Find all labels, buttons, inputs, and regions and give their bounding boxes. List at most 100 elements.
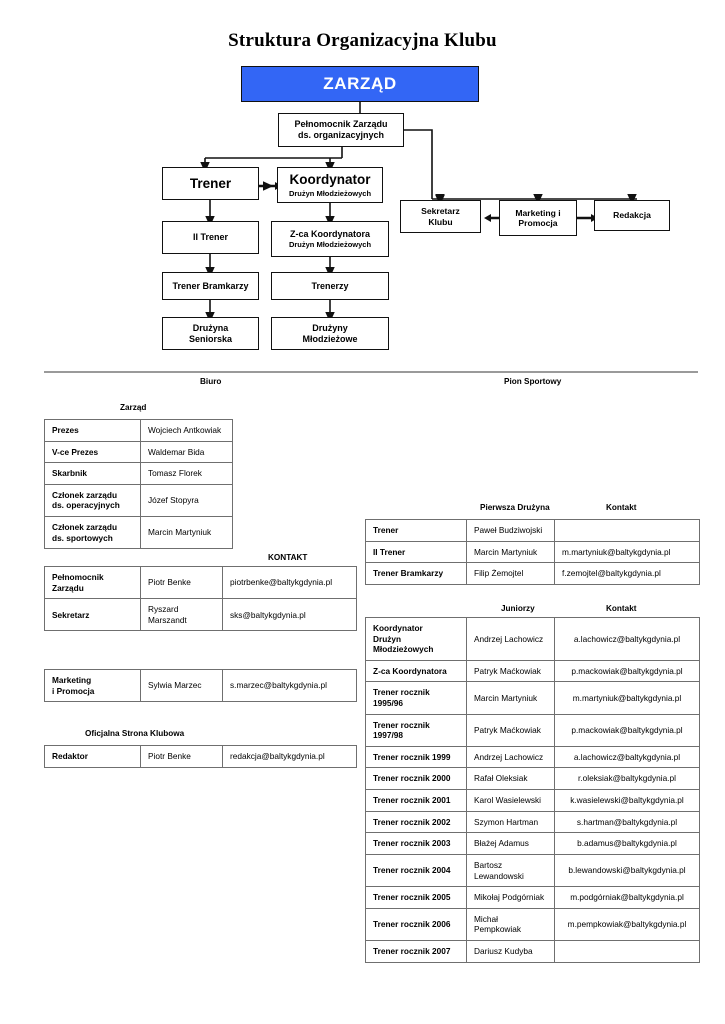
node-trener: Trener	[162, 167, 259, 200]
cell-email: m.martyniuk@baltykgdynia.pl	[554, 681, 700, 715]
cell-name: Marcin Martyniuk	[140, 516, 233, 550]
cell-email: b.adamus@baltykgdynia.pl	[554, 832, 700, 855]
node-koordynator: Koordynator Drużyn Młodzieżowych	[277, 167, 383, 203]
node-trener-bramkarzy-label: Trener Bramkarzy	[172, 280, 249, 291]
cell-role: Redaktor	[44, 745, 141, 768]
cell-email: k.wasielewski@baltykgdynia.pl	[554, 789, 700, 812]
cell-name: Szymon Hartman	[466, 810, 555, 834]
node-druzyna-seniorska: Drużyna Seniorska	[162, 317, 259, 350]
cell-role: II Trener	[365, 540, 467, 564]
cell-name: Paweł Budziwojski	[466, 519, 555, 542]
cell-name: Bartosz Lewandowski	[466, 853, 555, 888]
cell-role: Trener rocznik 1997/98	[365, 713, 467, 747]
cell-name: Michał Pempkowiak	[466, 907, 555, 941]
cell-email	[554, 519, 700, 542]
node-pelnomocnik-zarzadu: Pełnomocnik Zarządu ds. organizacyjnych	[278, 113, 404, 147]
cell-email: b.lewandowski@baltykgdynia.pl	[554, 853, 700, 888]
cell-name: Piotr Benke	[140, 565, 223, 600]
node-druzyny-mlodziezowe-line2: Młodzieżowe	[302, 333, 358, 344]
cell-role: Trener rocznik 2004	[365, 853, 467, 888]
node-trener-label: Trener	[189, 175, 232, 191]
cell-role: Trener rocznik 1995/96	[365, 681, 467, 715]
node-druzyna-seniorska-line1: Drużyna	[192, 322, 229, 333]
node-zarzad: ZARZĄD	[241, 66, 479, 102]
node-zarzad-label: ZARZĄD	[323, 73, 397, 93]
cell-name: Patryk Maćkowiak	[466, 659, 555, 683]
cell-name: Andrzej Lachowicz	[466, 745, 555, 769]
cell-email: m.podgórniak@baltykgdynia.pl	[554, 886, 700, 909]
cell-name: Wojciech Antkowiak	[140, 419, 233, 442]
cell-email: s.marzec@baltykgdynia.pl	[222, 668, 357, 703]
cell-name: Tomasz Florek	[140, 462, 233, 485]
cell-name: Ryszard Marszandt	[140, 598, 223, 632]
node-trenerzy-label: Trenerzy	[311, 280, 349, 291]
cell-role: Trener rocznik 2005	[365, 886, 467, 909]
cell-role: Trener rocznik 2006	[365, 907, 467, 941]
caption-biuro: Biuro	[200, 377, 222, 386]
node-sekretarz-klubu-line2: Klubu	[428, 216, 453, 227]
caption-kontakt-pierwsza-druzyna: Kontakt	[606, 503, 637, 512]
cell-role: Trener	[365, 519, 467, 542]
caption-kontakt: KONTAKT	[268, 553, 308, 562]
cell-role: Trener rocznik 2000	[365, 767, 467, 791]
cell-name: Rafał Oleksiak	[466, 767, 555, 791]
cell-role: Trener Bramkarzy	[365, 562, 467, 585]
cell-email: a.lachowicz@baltykgdynia.pl	[554, 617, 700, 661]
cell-name: Piotr Benke	[140, 745, 223, 768]
node-druzyny-mlodziezowe: Drużyny Młodzieżowe	[271, 317, 389, 350]
cell-email: s.hartman@baltykgdynia.pl	[554, 810, 700, 834]
node-marketing-promocja-line2: Promocja	[518, 218, 558, 228]
caption-oficjalna-strona-klubowa: Oficjalna Strona Klubowa	[85, 729, 185, 738]
cell-name: Karol Wasielewski	[466, 789, 555, 812]
cell-name: Patryk Maćkowiak	[466, 713, 555, 747]
cell-email: p.mackowiak@baltykgdynia.pl	[554, 659, 700, 683]
org-chart: ZARZĄD Pełnomocnik Zarządu ds. organizac…	[0, 0, 725, 370]
node-redakcja: Redakcja	[594, 200, 670, 231]
cell-role: Trener rocznik 2003	[365, 832, 467, 855]
cell-email: sks@baltykgdynia.pl	[222, 598, 357, 632]
node-zca-koordynatora-label: Z-ca Koordynatora	[289, 228, 370, 239]
cell-role: Trener rocznik 2002	[365, 810, 467, 834]
cell-name: Mikołaj Podgórniak	[466, 886, 555, 909]
node-koordynator-sublabel: Drużyn Młodzieżowych	[288, 188, 372, 198]
cell-name: Waldemar Bida	[140, 440, 233, 464]
caption-juniorzy: Juniorzy	[501, 604, 535, 613]
caption-pierwsza-druzyna: Pierwsza Drużyna	[480, 503, 550, 512]
node-ii-trener-label: II Trener	[192, 232, 228, 243]
cell-name: Dariusz Kudyba	[466, 939, 555, 963]
cell-email: a.lachowicz@baltykgdynia.pl	[554, 745, 700, 769]
node-zca-koordynatora: Z-ca Koordynatora Drużyn Młodzieżowych	[271, 221, 389, 257]
cell-name: Andrzej Lachowicz	[466, 617, 555, 661]
cell-email	[554, 939, 700, 963]
node-trener-bramkarzy: Trener Bramkarzy	[162, 272, 259, 300]
node-redakcja-label: Redakcja	[613, 210, 651, 221]
node-marketing-promocja: Marketing i Promocja	[499, 200, 577, 236]
cell-name: Błażej Adamus	[466, 832, 555, 855]
cell-email: redakcja@baltykgdynia.pl	[222, 745, 357, 768]
caption-pion-sportowy: Pion Sportowy	[504, 377, 562, 386]
